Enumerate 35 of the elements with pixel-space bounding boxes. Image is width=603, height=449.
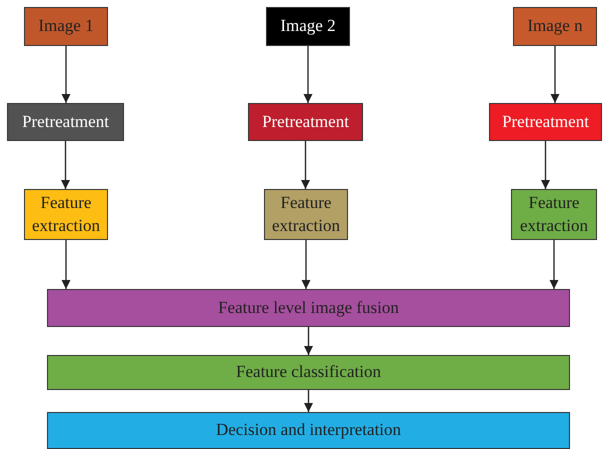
arrow — [304, 390, 314, 412]
process-box — [47, 289, 570, 327]
process-box — [511, 189, 597, 240]
process-box — [266, 7, 350, 46]
arrow — [550, 46, 560, 103]
arrow — [549, 240, 559, 289]
process-box — [24, 7, 108, 46]
process-box — [47, 412, 570, 449]
process-box — [513, 7, 597, 46]
arrow — [303, 46, 313, 103]
box-label: Feature classification — [236, 361, 381, 384]
process-box — [24, 189, 108, 240]
arrow — [304, 327, 314, 355]
arrow — [60, 141, 70, 189]
process-box — [248, 103, 363, 141]
process-box — [264, 189, 348, 240]
box-label: Image 1 — [38, 15, 94, 38]
box-label: Image n — [527, 15, 583, 38]
process-box — [489, 103, 602, 141]
box-label: Pretreatment — [22, 110, 109, 133]
arrow — [61, 46, 71, 103]
process-box — [7, 103, 124, 141]
arrow — [61, 240, 71, 289]
process-box — [47, 355, 570, 390]
arrow — [540, 141, 550, 189]
box-label: Decision and interpretation — [216, 419, 402, 442]
box-label: Feature extraction — [519, 192, 589, 236]
box-label: Feature level image fusion — [218, 296, 399, 319]
box-label: Feature extraction — [31, 192, 101, 236]
box-label: Image 2 — [280, 15, 336, 38]
box-label: Feature extraction — [271, 192, 341, 236]
box-label: Pretreatment — [262, 110, 349, 133]
box-label: Pretreatment — [502, 110, 589, 133]
arrow — [300, 141, 310, 189]
arrow — [301, 240, 311, 289]
